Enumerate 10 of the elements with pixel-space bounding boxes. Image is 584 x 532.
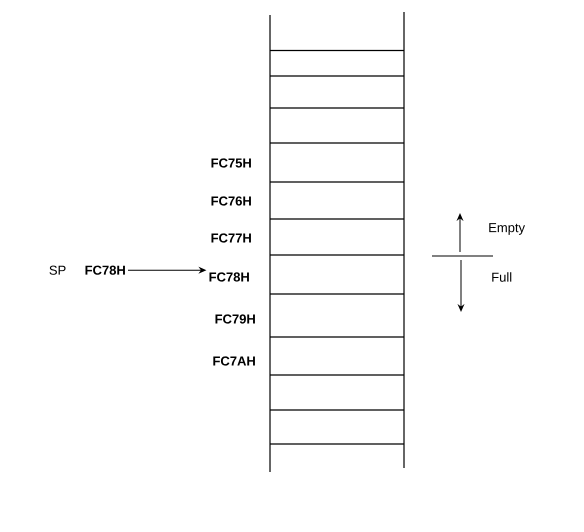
address-label: FC79H [216,314,255,324]
address-label: FC77H [212,233,251,243]
pointer-label: FC78H [86,266,125,275]
address-label: FC75H [212,158,251,168]
address-label: FC78H [210,272,249,282]
direction-label: Empty [489,223,526,235]
register-label: SP [49,266,66,275]
address-label: FC76H [212,196,251,206]
address-label: FC7AH [213,356,255,366]
direction-label: Full [492,272,512,282]
